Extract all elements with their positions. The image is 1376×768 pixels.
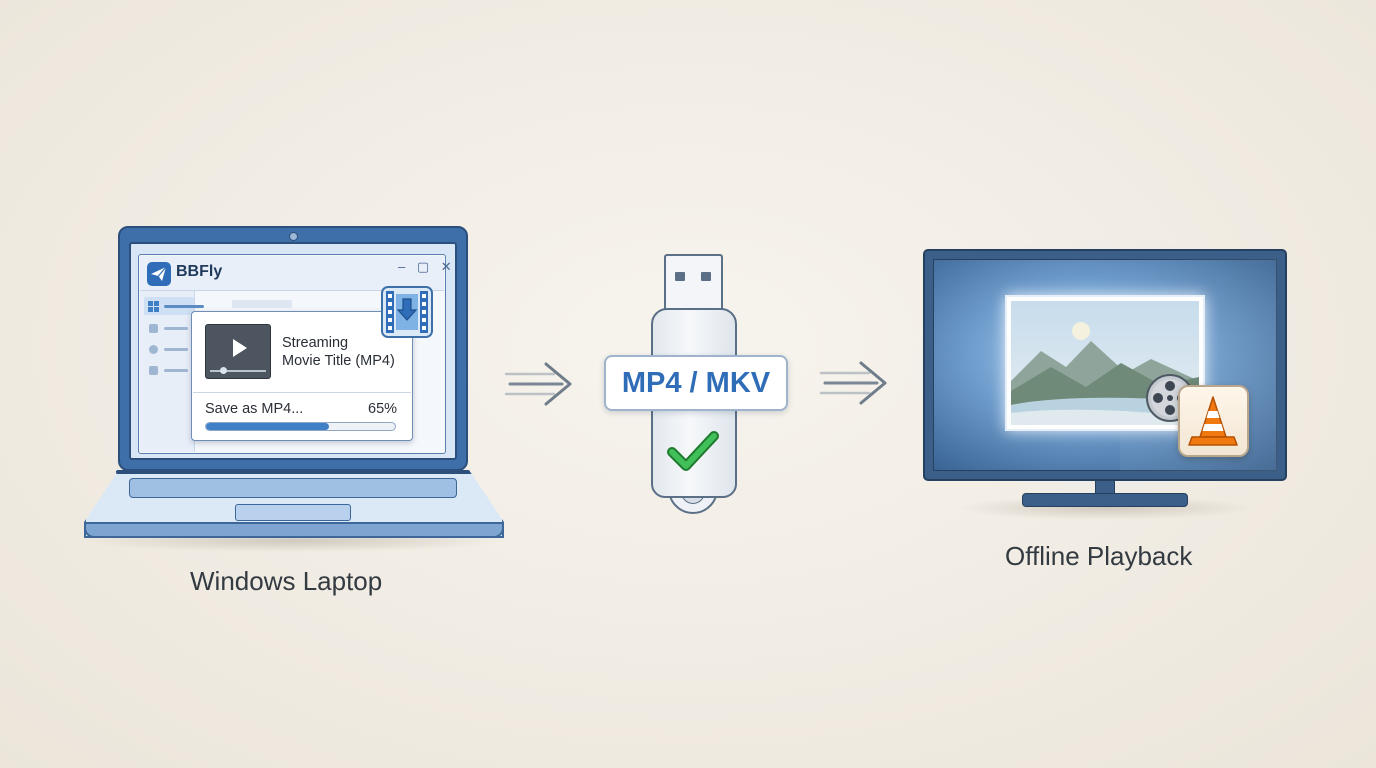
usb-connector <box>664 254 723 316</box>
arrow-right-icon <box>817 357 893 414</box>
sidebar-square-icon[interactable] <box>149 366 158 375</box>
sidebar-dot-icon[interactable] <box>149 345 158 354</box>
progress-fill <box>206 423 329 430</box>
save-status: Save as MP4... <box>205 401 304 417</box>
download-title-line2: Movie Title (MP4) <box>282 353 395 369</box>
check-icon <box>666 428 720 479</box>
video-icon[interactable] <box>149 324 158 333</box>
usb-contact <box>675 272 685 281</box>
thumbnail-seekbar <box>210 370 266 372</box>
touchpad <box>235 504 351 521</box>
vlc-cone-icon[interactable] <box>1178 385 1249 457</box>
card-divider <box>193 392 411 393</box>
app-name: BBFly <box>176 263 223 280</box>
seekbar-knob <box>220 367 227 374</box>
sidebar-item-bar <box>164 348 188 351</box>
laptop-camera <box>289 232 298 241</box>
usb-contact <box>701 272 711 281</box>
sidebar-item-bar <box>164 327 188 330</box>
keyboard <box>129 478 457 498</box>
laptop-base-edge <box>84 522 504 538</box>
format-label: MP4 / MKV <box>604 355 788 411</box>
tv-stand-foot <box>1022 493 1188 507</box>
windows-logo-icon <box>148 300 160 318</box>
download-title-line1: Streaming <box>282 335 349 351</box>
progress-percent: 65% <box>368 401 398 417</box>
tv-label: Offline Playback <box>1005 541 1193 571</box>
content-tab-placeholder <box>232 300 292 308</box>
film-download-icon[interactable] <box>381 286 433 343</box>
laptop-label: Windows Laptop <box>190 566 383 596</box>
arrow-right-icon <box>502 358 578 415</box>
sidebar-item-bar <box>164 369 188 372</box>
video-thumbnail[interactable] <box>205 324 271 379</box>
progress-bar <box>205 422 396 431</box>
window-controls[interactable]: – ▢ ✕ <box>398 259 456 274</box>
paper-plane-icon <box>147 262 171 286</box>
sidebar-item-bar <box>164 305 204 308</box>
play-icon <box>233 339 247 357</box>
app-titlebar <box>140 256 444 291</box>
laptop-hinge <box>116 470 470 474</box>
